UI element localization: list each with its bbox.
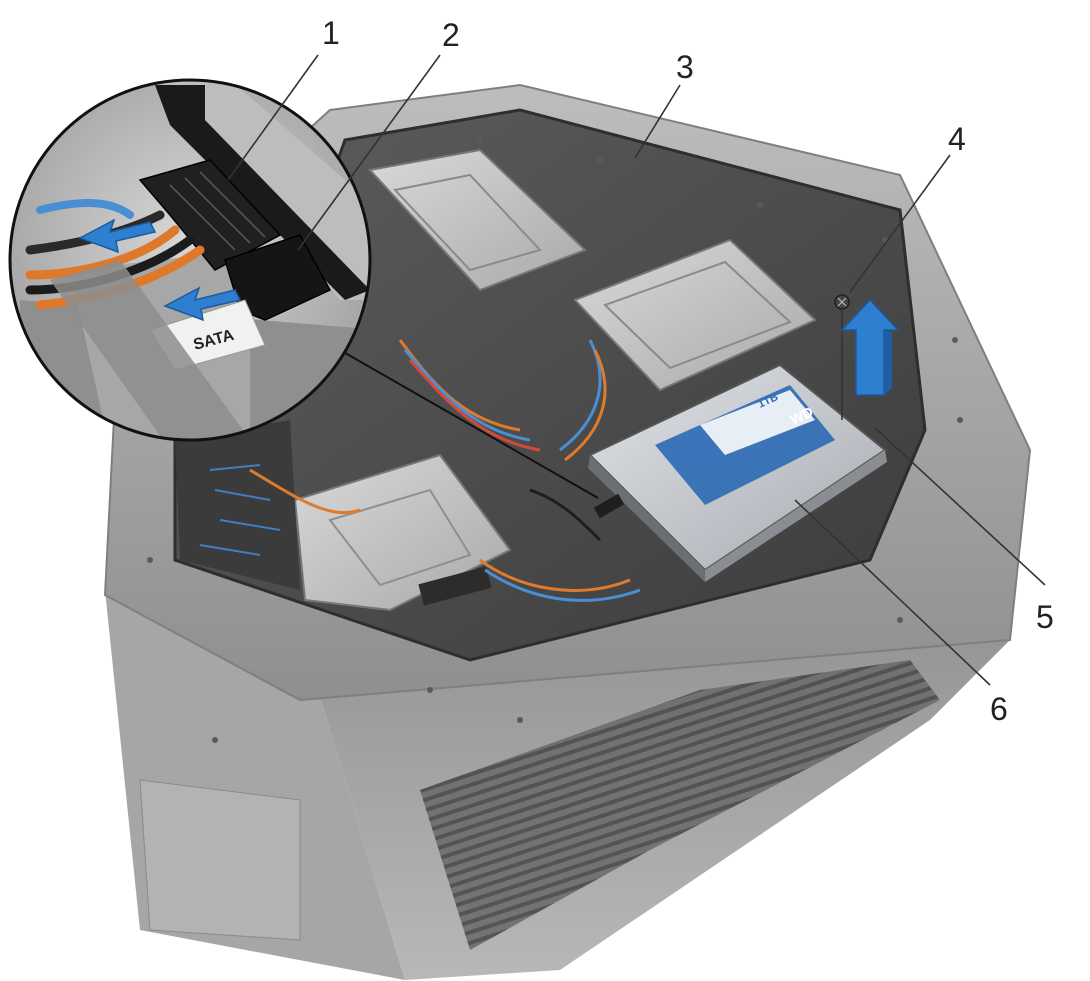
chassis-left-foot [139, 779, 301, 941]
callout-1: 1 [322, 15, 340, 51]
callout-4: 4 [948, 121, 966, 157]
lift-arrow-icon [840, 298, 900, 396]
sata-data-connector [224, 234, 332, 321]
hard-drive: WD 1TB [588, 363, 887, 582]
hdd-side [588, 455, 705, 582]
callout-6: 6 [990, 691, 1008, 727]
interior-components [175, 148, 817, 612]
leader-3 [634, 84, 681, 159]
leader-4 [849, 154, 951, 293]
callout-2: 2 [442, 17, 460, 53]
callout-3: 3 [676, 49, 694, 85]
motherboard-area [175, 420, 300, 590]
inset-magnifier: SATA [8, 78, 599, 499]
leader-5 [874, 427, 1046, 586]
drive-cage-upper-right [573, 238, 817, 392]
callout-5: 5 [1036, 599, 1054, 635]
leader-2 [297, 54, 441, 251]
rim-screws [147, 137, 963, 743]
callout-numbers: 1 2 3 4 5 6 [322, 15, 1054, 727]
hdd-sata-connector [593, 493, 625, 519]
leader-6 [794, 499, 991, 686]
callout-leaders [227, 54, 1046, 686]
cable-bundles [249, 339, 641, 602]
inset-leader-line [339, 349, 599, 499]
leader-1 [227, 54, 319, 181]
inset-bracket [155, 85, 370, 300]
inset-arrow-icon-data [163, 286, 242, 322]
inset-arrow-icon-power [78, 218, 157, 254]
front-vent-grille [420, 660, 940, 950]
inset-border [8, 78, 372, 442]
screw [834, 294, 850, 420]
